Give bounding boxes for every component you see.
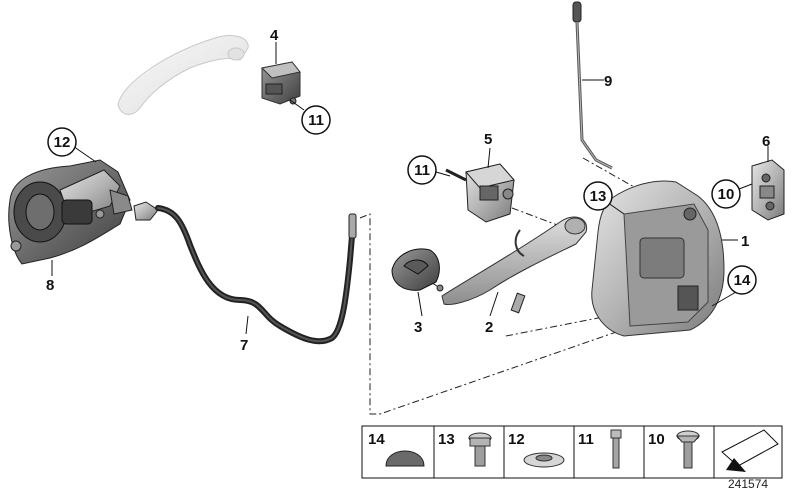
legend-cell-11: 11 bbox=[578, 429, 622, 469]
callout-8: 8 bbox=[46, 277, 54, 294]
part-6-striker bbox=[751, 159, 785, 221]
legend-cell-12: 12 bbox=[508, 431, 565, 468]
part-9-rod bbox=[572, 1, 613, 170]
diagram-id: 241574 bbox=[728, 477, 768, 491]
svg-text:13: 13 bbox=[590, 188, 607, 205]
svg-text:11: 11 bbox=[414, 162, 430, 179]
svg-text:13: 13 bbox=[438, 431, 455, 448]
callout-9: 9 bbox=[604, 73, 612, 90]
callout-14: 14 bbox=[727, 265, 757, 295]
legend-cell-13: 13 bbox=[438, 431, 492, 467]
ghost-door-handle bbox=[117, 35, 249, 115]
legend-cell-10: 10 bbox=[648, 430, 701, 469]
part-8-lock-assembly bbox=[8, 159, 133, 265]
callout-10: 10 bbox=[711, 179, 741, 209]
allen-bolt-icon bbox=[610, 429, 622, 469]
legend-cell-14: 14 bbox=[368, 431, 425, 467]
part-3-handle-cap bbox=[391, 248, 444, 292]
svg-text:11: 11 bbox=[308, 112, 324, 129]
part-5-carrier bbox=[445, 163, 515, 223]
callout-3: 3 bbox=[414, 319, 422, 336]
svg-text:10: 10 bbox=[648, 431, 665, 448]
torx-screw-icon bbox=[468, 432, 492, 467]
callout-2: 2 bbox=[485, 319, 493, 336]
svg-text:11: 11 bbox=[578, 431, 594, 448]
fastener-legend: 14 13 12 11 10 bbox=[361, 425, 783, 479]
callout-13: 13 bbox=[583, 181, 613, 211]
svg-text:10: 10 bbox=[718, 186, 735, 203]
callout-7: 7 bbox=[240, 337, 248, 354]
part-4-bracket bbox=[260, 61, 301, 105]
part-1-lock-body bbox=[591, 180, 725, 337]
callout-6: 6 bbox=[762, 133, 770, 150]
part-2-door-handle bbox=[441, 216, 588, 314]
svg-text:14: 14 bbox=[734, 272, 751, 289]
callouts: 1 2 3 4 5 6 7 8 9 10 11 11 12 13 1 bbox=[46, 27, 770, 354]
callout-4: 4 bbox=[270, 27, 279, 44]
pointing-arrow-icon bbox=[721, 429, 779, 472]
torx-bolt-icon bbox=[675, 430, 701, 469]
svg-text:12: 12 bbox=[54, 134, 71, 151]
svg-text:12: 12 bbox=[508, 431, 525, 448]
callout-11-middle: 11 bbox=[407, 155, 437, 185]
callout-5: 5 bbox=[484, 131, 492, 148]
svg-text:14: 14 bbox=[368, 431, 385, 448]
callout-12: 12 bbox=[47, 127, 77, 157]
callout-11-top: 11 bbox=[301, 105, 331, 135]
part-7-cable bbox=[133, 201, 357, 345]
callout-1: 1 bbox=[741, 233, 749, 250]
plug-icon bbox=[385, 450, 425, 467]
clip-nut-icon bbox=[523, 452, 565, 468]
